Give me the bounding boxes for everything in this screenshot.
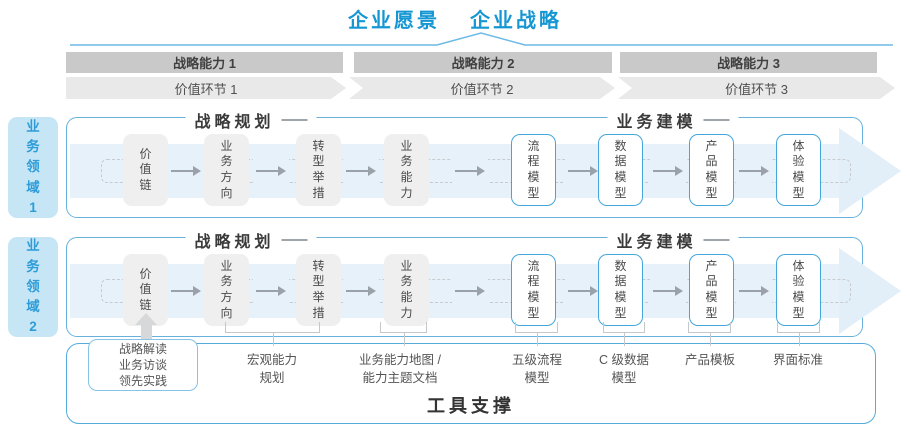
annotation-ui-standard: 界面标准 bbox=[772, 353, 823, 367]
step-arrow-icon bbox=[565, 158, 601, 184]
step-arrow-icon bbox=[452, 278, 488, 304]
header-dash bbox=[281, 119, 308, 121]
annotation-macro-capability: 宏观能力 规划 bbox=[246, 353, 297, 386]
step-arrow-icon bbox=[253, 158, 289, 184]
step-arrow-icon bbox=[650, 278, 686, 304]
step-arrow-icon bbox=[168, 278, 204, 304]
box-data-model: 数据模型 bbox=[598, 254, 643, 326]
box-value-chain: 价值链 bbox=[123, 254, 168, 326]
vision-pointer-line bbox=[70, 32, 893, 46]
box-product-model: 产品模型 bbox=[689, 254, 734, 326]
flow-band-arrowhead-icon bbox=[839, 248, 901, 334]
step-arrow-icon bbox=[736, 278, 772, 304]
tool-support-container: 工具支撑 bbox=[66, 343, 876, 424]
step-arrow-icon bbox=[650, 158, 686, 184]
section-header-business-modeling: 业务建模 bbox=[607, 228, 739, 252]
value-link-chevron-2: 价值环节 2 bbox=[349, 77, 615, 99]
tool-support-label: 工具支撑 bbox=[427, 396, 515, 416]
vision-title: 企业愿景 bbox=[348, 10, 440, 32]
capability-bar-2: 战略能力 2 bbox=[354, 52, 612, 73]
brace-icon bbox=[603, 322, 645, 346]
domain-tab-1-label: 业务领域 1 bbox=[26, 118, 40, 215]
brace-icon bbox=[688, 322, 731, 346]
step-arrow-icon bbox=[343, 158, 379, 184]
capability-bar-3: 战略能力 3 bbox=[620, 52, 877, 73]
annotation-capability-map: 业务能力地图 / 能力主题文档 bbox=[359, 353, 441, 386]
step-arrow-icon bbox=[452, 158, 488, 184]
domain-tab-1: 业务领域 1 bbox=[8, 117, 58, 218]
capability-bar-1: 战略能力 1 bbox=[66, 52, 343, 73]
value-link-chevron-1: 价值环节 1 bbox=[66, 77, 346, 99]
header-dash bbox=[281, 239, 308, 241]
step-arrow-icon bbox=[253, 278, 289, 304]
box-transformation-initiatives: 转型举措 bbox=[296, 254, 341, 326]
domain-tab-2-label: 业务领域 2 bbox=[26, 238, 40, 335]
box-experience-model: 体验模型 bbox=[776, 134, 821, 206]
page-title: 企业愿景 企业战略 bbox=[0, 4, 910, 33]
strategy-title: 企业战略 bbox=[470, 10, 562, 32]
flow-band-arrowhead-icon bbox=[839, 128, 901, 214]
flow-row-domain-2: 价值链 业务方向 转型举措 业务能力 流程模型 数据模型 产品模型 体验模型 战… bbox=[66, 228, 901, 337]
header-dash bbox=[703, 239, 730, 241]
step-arrow-icon bbox=[736, 158, 772, 184]
annotation-product-template: 产品模板 bbox=[684, 353, 735, 367]
annotation-interview-box: 战略解读 业务访谈 领先实践 bbox=[88, 339, 198, 391]
box-data-model: 数据模型 bbox=[598, 134, 643, 206]
up-arrow-icon bbox=[135, 313, 157, 341]
brace-icon bbox=[515, 322, 558, 346]
value-link-chevron-3: 价值环节 3 bbox=[618, 77, 895, 99]
domain-tab-2: 业务领域 2 bbox=[8, 237, 58, 337]
brace-icon bbox=[777, 322, 820, 346]
box-business-capability: 业务能力 bbox=[384, 254, 429, 326]
header-dash bbox=[703, 119, 730, 121]
step-arrow-icon bbox=[343, 278, 379, 304]
annotation-process-model: 五级流程 模型 bbox=[511, 353, 562, 386]
box-process-model: 流程模型 bbox=[511, 254, 556, 326]
box-business-capability: 业务能力 bbox=[384, 134, 429, 206]
box-transformation-initiatives: 转型举措 bbox=[296, 134, 341, 206]
box-business-direction: 业务方向 bbox=[204, 134, 249, 206]
section-header-business-modeling: 业务建模 bbox=[607, 108, 739, 132]
section-header-strategic-planning: 战略规划 bbox=[185, 108, 317, 132]
step-arrow-icon bbox=[168, 158, 204, 184]
box-value-chain: 价值链 bbox=[123, 134, 168, 206]
step-arrow-icon bbox=[565, 278, 601, 304]
box-process-model: 流程模型 bbox=[511, 134, 556, 206]
brace-icon bbox=[225, 322, 320, 346]
box-business-direction: 业务方向 bbox=[204, 254, 249, 326]
section-header-strategic-planning: 战略规划 bbox=[185, 228, 317, 252]
box-product-model: 产品模型 bbox=[689, 134, 734, 206]
brace-icon bbox=[380, 322, 427, 346]
box-experience-model: 体验模型 bbox=[776, 254, 821, 326]
flow-row-domain-1: 价值链 业务方向 转型举措 业务能力 流程模型 数据模型 产品模型 体验模型 战… bbox=[66, 108, 901, 218]
annotation-data-model: C 级数据 模型 bbox=[598, 353, 649, 386]
